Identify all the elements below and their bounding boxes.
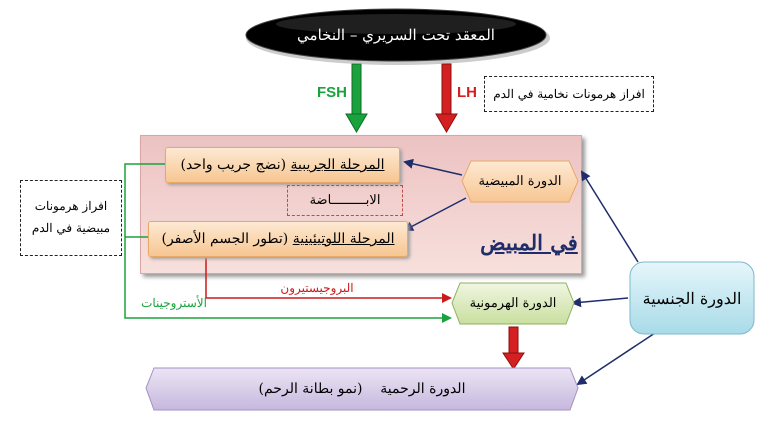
sexual-to-ovarian-arrow [580,170,639,263]
uterine-cycle-label: الدورة الرحمية (نمو بطانة الرحم) [146,368,578,410]
lh-label: LH [457,83,477,101]
hormonal-to-uterine-arrow [502,326,525,370]
lh-arrow [435,63,458,133]
pituitary-hormones-note: افراز هرمونات نخامية في الدم [484,76,654,112]
ovarian-cycle-shape [461,160,579,203]
hormonal-cycle-label: الدورة الهرمونية [469,296,557,311]
sexual-cycle-shape [629,261,755,335]
follicular-phase-name: المرحلة الجريبية [290,157,385,173]
luteal-phase-name: المرحلة اللوتيئينية [292,231,395,247]
hypothalamus-pituitary-ellipse [245,8,550,65]
estrogens-path [124,163,452,323]
hypothalamus-pituitary-label: المعقد تحت السريري – النخامي [297,26,495,44]
sexual-to-hormonal-arrow [571,297,629,308]
ovary-label: في المبيض [480,229,578,255]
luteal-phase-detail: (تطور الجسم الأصفر) [161,231,289,247]
sexual-cycle-label: الدورة الجنسية [642,288,742,308]
fsh-label: FSH [317,83,347,101]
follicular-phase-box: المرحلة الجريبية (نضج جريب واحد) [165,147,400,183]
progesterone-label: البروجيستيرون [280,281,354,295]
ovarian-to-follicular-arrow [403,158,463,176]
ovulation-label: الابـــــــــاضة [287,185,403,216]
ovarian-hormones-note-text: افراز هرمونات مبيضية في الدم [31,199,111,235]
follicular-phase-detail: (نضج جريب واحد) [180,157,287,173]
uterine-cycle-detail: (نمو بطانة الرحم) [258,381,363,397]
sexual-to-uterine-arrow [576,332,656,386]
ovarian-cycle-label: الدورة المبيضية [478,174,562,189]
estrogens-label: الأستروجينات [141,296,207,310]
ovarian-to-luteal-arrow [403,197,467,231]
progesterone-path [205,258,452,303]
uterine-cycle-shape [145,367,579,411]
luteal-phase-box: المرحلة اللوتيئينية (تطور الجسم الأصفر) [148,221,408,257]
hormonal-cycle-shape [451,282,575,325]
fsh-arrow [345,63,368,133]
ovarian-hormones-note: افراز هرمونات مبيضية في الدم [20,180,122,256]
uterine-cycle-name: الدورة الرحمية [380,381,466,397]
